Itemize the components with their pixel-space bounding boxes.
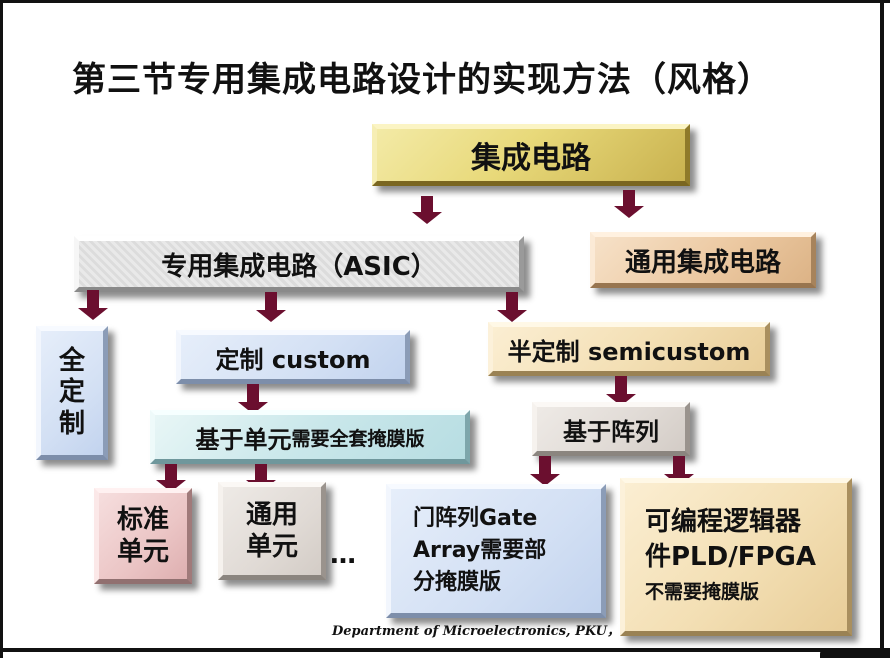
node-integrated-circuit: 集成电路 — [372, 124, 690, 186]
arrow-asic-to-semicustom — [497, 292, 527, 322]
node-full-custom-label: 全 定 制 — [58, 346, 85, 439]
arrow-ic-to-asic — [412, 196, 442, 224]
node-semicustom: 半定制 semicustom — [488, 322, 770, 376]
node-full-custom: 全 定 制 — [36, 326, 108, 460]
node-pld-fpga: 可编程逻辑器 件PLD/FPGA 不需要掩膜版 — [620, 478, 852, 636]
node-custom-label: 定制 custom — [215, 345, 371, 374]
frame-top-border — [0, 0, 890, 3]
node-pld-fpga-line3: 不需要掩膜版 — [645, 581, 760, 603]
node-asic: 专用集成电路（ASIC） — [74, 236, 524, 292]
node-general-ic-label: 通用集成电路 — [624, 247, 781, 278]
node-semicustom-label: 半定制 semicustom — [507, 337, 751, 366]
frame-left-border — [0, 0, 3, 658]
arrow-asic-to-custom — [256, 292, 286, 322]
arrow-asic-to-full-custom — [78, 290, 108, 320]
node-gate-array: 门阵列Gate Array需要部 分掩膜版 — [386, 484, 606, 618]
node-asic-label: 专用集成电路（ASIC） — [161, 251, 437, 282]
node-cell-based-suffix: 需要全套掩膜版 — [291, 427, 425, 450]
ellipsis: … — [330, 540, 356, 570]
footer-department: Department of Microelectronics, PKU， — [332, 624, 621, 639]
node-array-based: 基于阵列 — [532, 402, 690, 456]
arrow-ic-to-general — [614, 190, 644, 218]
corner-bar — [820, 648, 890, 658]
node-general-cell: 通用 单元 — [218, 482, 326, 580]
arrow-array-to-gate-array — [530, 456, 560, 486]
node-cell-based: 基于单元需要全套掩膜版 — [150, 410, 470, 464]
node-cell-based-label: 基于单元 — [195, 425, 292, 454]
node-general-cell-label: 通用 单元 — [245, 499, 298, 563]
node-gate-array-label: 门阵列Gate Array需要部 分掩膜版 — [413, 506, 547, 595]
node-pld-fpga-line2: 件PLD/FPGA — [645, 541, 816, 572]
node-pld-fpga-line1: 可编程逻辑器 — [645, 506, 802, 537]
slide-title: 第三节专用集成电路设计的实现方法（风格） — [72, 60, 772, 100]
node-standard-cell-label: 标准 单元 — [116, 504, 169, 568]
node-custom: 定制 custom — [176, 330, 410, 384]
node-integrated-circuit-label: 集成电路 — [471, 141, 591, 176]
node-standard-cell: 标准 单元 — [94, 488, 192, 584]
node-general-ic: 通用集成电路 — [590, 232, 816, 288]
node-array-based-label: 基于阵列 — [563, 417, 659, 446]
